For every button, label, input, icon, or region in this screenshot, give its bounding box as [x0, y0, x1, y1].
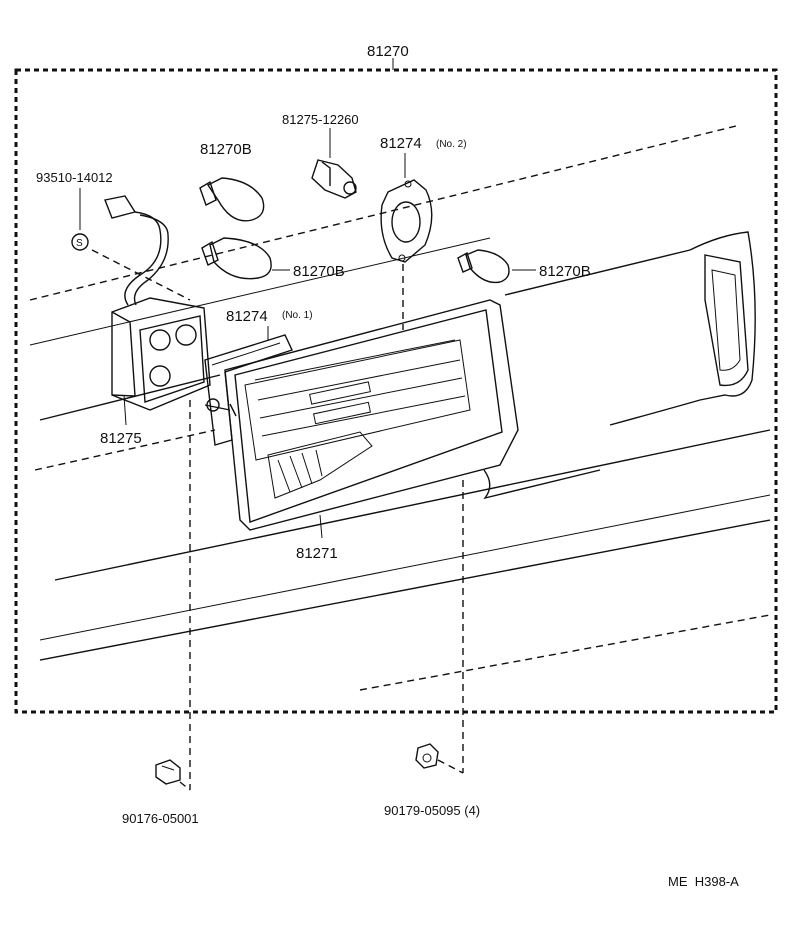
wire-harness-icon	[104, 195, 169, 306]
assembly-frame	[14, 58, 778, 714]
connector-label: 93510-14012	[36, 170, 113, 185]
gasket-no1-icon	[204, 334, 293, 446]
mounting-screw-icon	[204, 403, 237, 417]
socket-icon	[311, 159, 357, 199]
bulb-middle-icon	[201, 237, 272, 280]
bulb-middle-label: 81270B	[293, 263, 345, 280]
bulb-right-label: 81270B	[539, 263, 591, 280]
nut-right-label: 90179-05095 (4)	[384, 803, 480, 818]
bulb-top-label: 81270B	[200, 141, 252, 158]
svg-text:S: S	[76, 238, 83, 249]
vehicle-body-outline	[29, 124, 771, 691]
bulb-right-icon	[457, 249, 510, 284]
gasket-no1-label: 81274	[226, 308, 268, 325]
drawing-code: ME H398-A	[668, 874, 739, 889]
socket-housing-label: 81275	[100, 430, 142, 447]
nut-left-label: 90176-05001	[122, 811, 199, 826]
nut-left-icon	[155, 759, 181, 785]
connector-symbol-icon: S	[71, 233, 89, 251]
socket-housing-icon	[111, 297, 211, 411]
nut-right-icon	[415, 743, 439, 769]
gasket-no1-note: (No. 1)	[282, 310, 313, 321]
lens-label: 81271	[296, 545, 338, 562]
gasket-no2-label: 81274	[380, 135, 422, 152]
bulb-top-icon	[199, 177, 265, 222]
gasket-no2-note: (No. 2)	[436, 139, 467, 150]
gasket-no2-icon	[380, 179, 433, 263]
socket-label: 81275-12260	[282, 112, 359, 127]
lens-icon	[224, 299, 519, 531]
assembly-label: 81270	[367, 43, 409, 60]
